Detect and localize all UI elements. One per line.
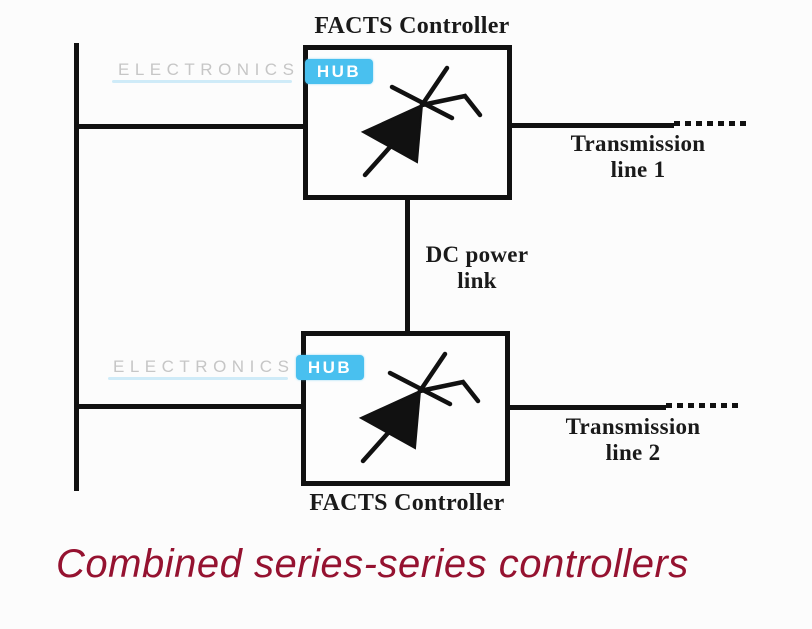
- label-transmission-line-2: Transmission line 2: [542, 414, 724, 466]
- transmission-2-line2: line 2: [605, 440, 661, 465]
- facts-controller-box-1: [303, 45, 512, 200]
- label-dc-power-link: DC power link: [398, 242, 556, 294]
- dc-power-link-line1: DC power: [425, 242, 529, 267]
- watermark-underline: [112, 80, 292, 83]
- transmission-1-line1: Transmission: [570, 131, 706, 156]
- label-facts-controller-bottom: FACTS Controller: [309, 490, 505, 516]
- transmission-line-2-solid: [508, 405, 666, 410]
- watermark-badge: HUB: [305, 59, 373, 84]
- dc-power-link-line2: link: [457, 268, 497, 293]
- label-facts-controller-top: FACTS Controller: [314, 13, 510, 39]
- transmission-1-line2: line 1: [610, 157, 666, 182]
- watermark-text: ELECTRONICS: [113, 357, 295, 376]
- thyristor-icon: [360, 65, 483, 178]
- transmission-line-2-dotted: [666, 403, 742, 408]
- caption: Combined series-series controllers: [56, 542, 689, 586]
- thyristor-icon: [358, 351, 481, 464]
- watermark-text: ELECTRONICS: [118, 60, 300, 79]
- facts-controller-box-2: [301, 331, 510, 486]
- transmission-line-1-dotted: [674, 121, 747, 126]
- wire-bus-to-controller-2: [76, 404, 304, 409]
- watermark-badge: HUB: [296, 355, 364, 380]
- watermark-underline: [108, 377, 288, 380]
- bus-bar-line: [74, 43, 79, 491]
- wire-bus-to-controller-1: [76, 124, 306, 129]
- transmission-2-line1: Transmission: [565, 414, 701, 439]
- label-transmission-line-1: Transmission line 1: [547, 131, 729, 183]
- dc-power-link-line: [405, 198, 410, 334]
- transmission-line-1-solid: [510, 123, 674, 128]
